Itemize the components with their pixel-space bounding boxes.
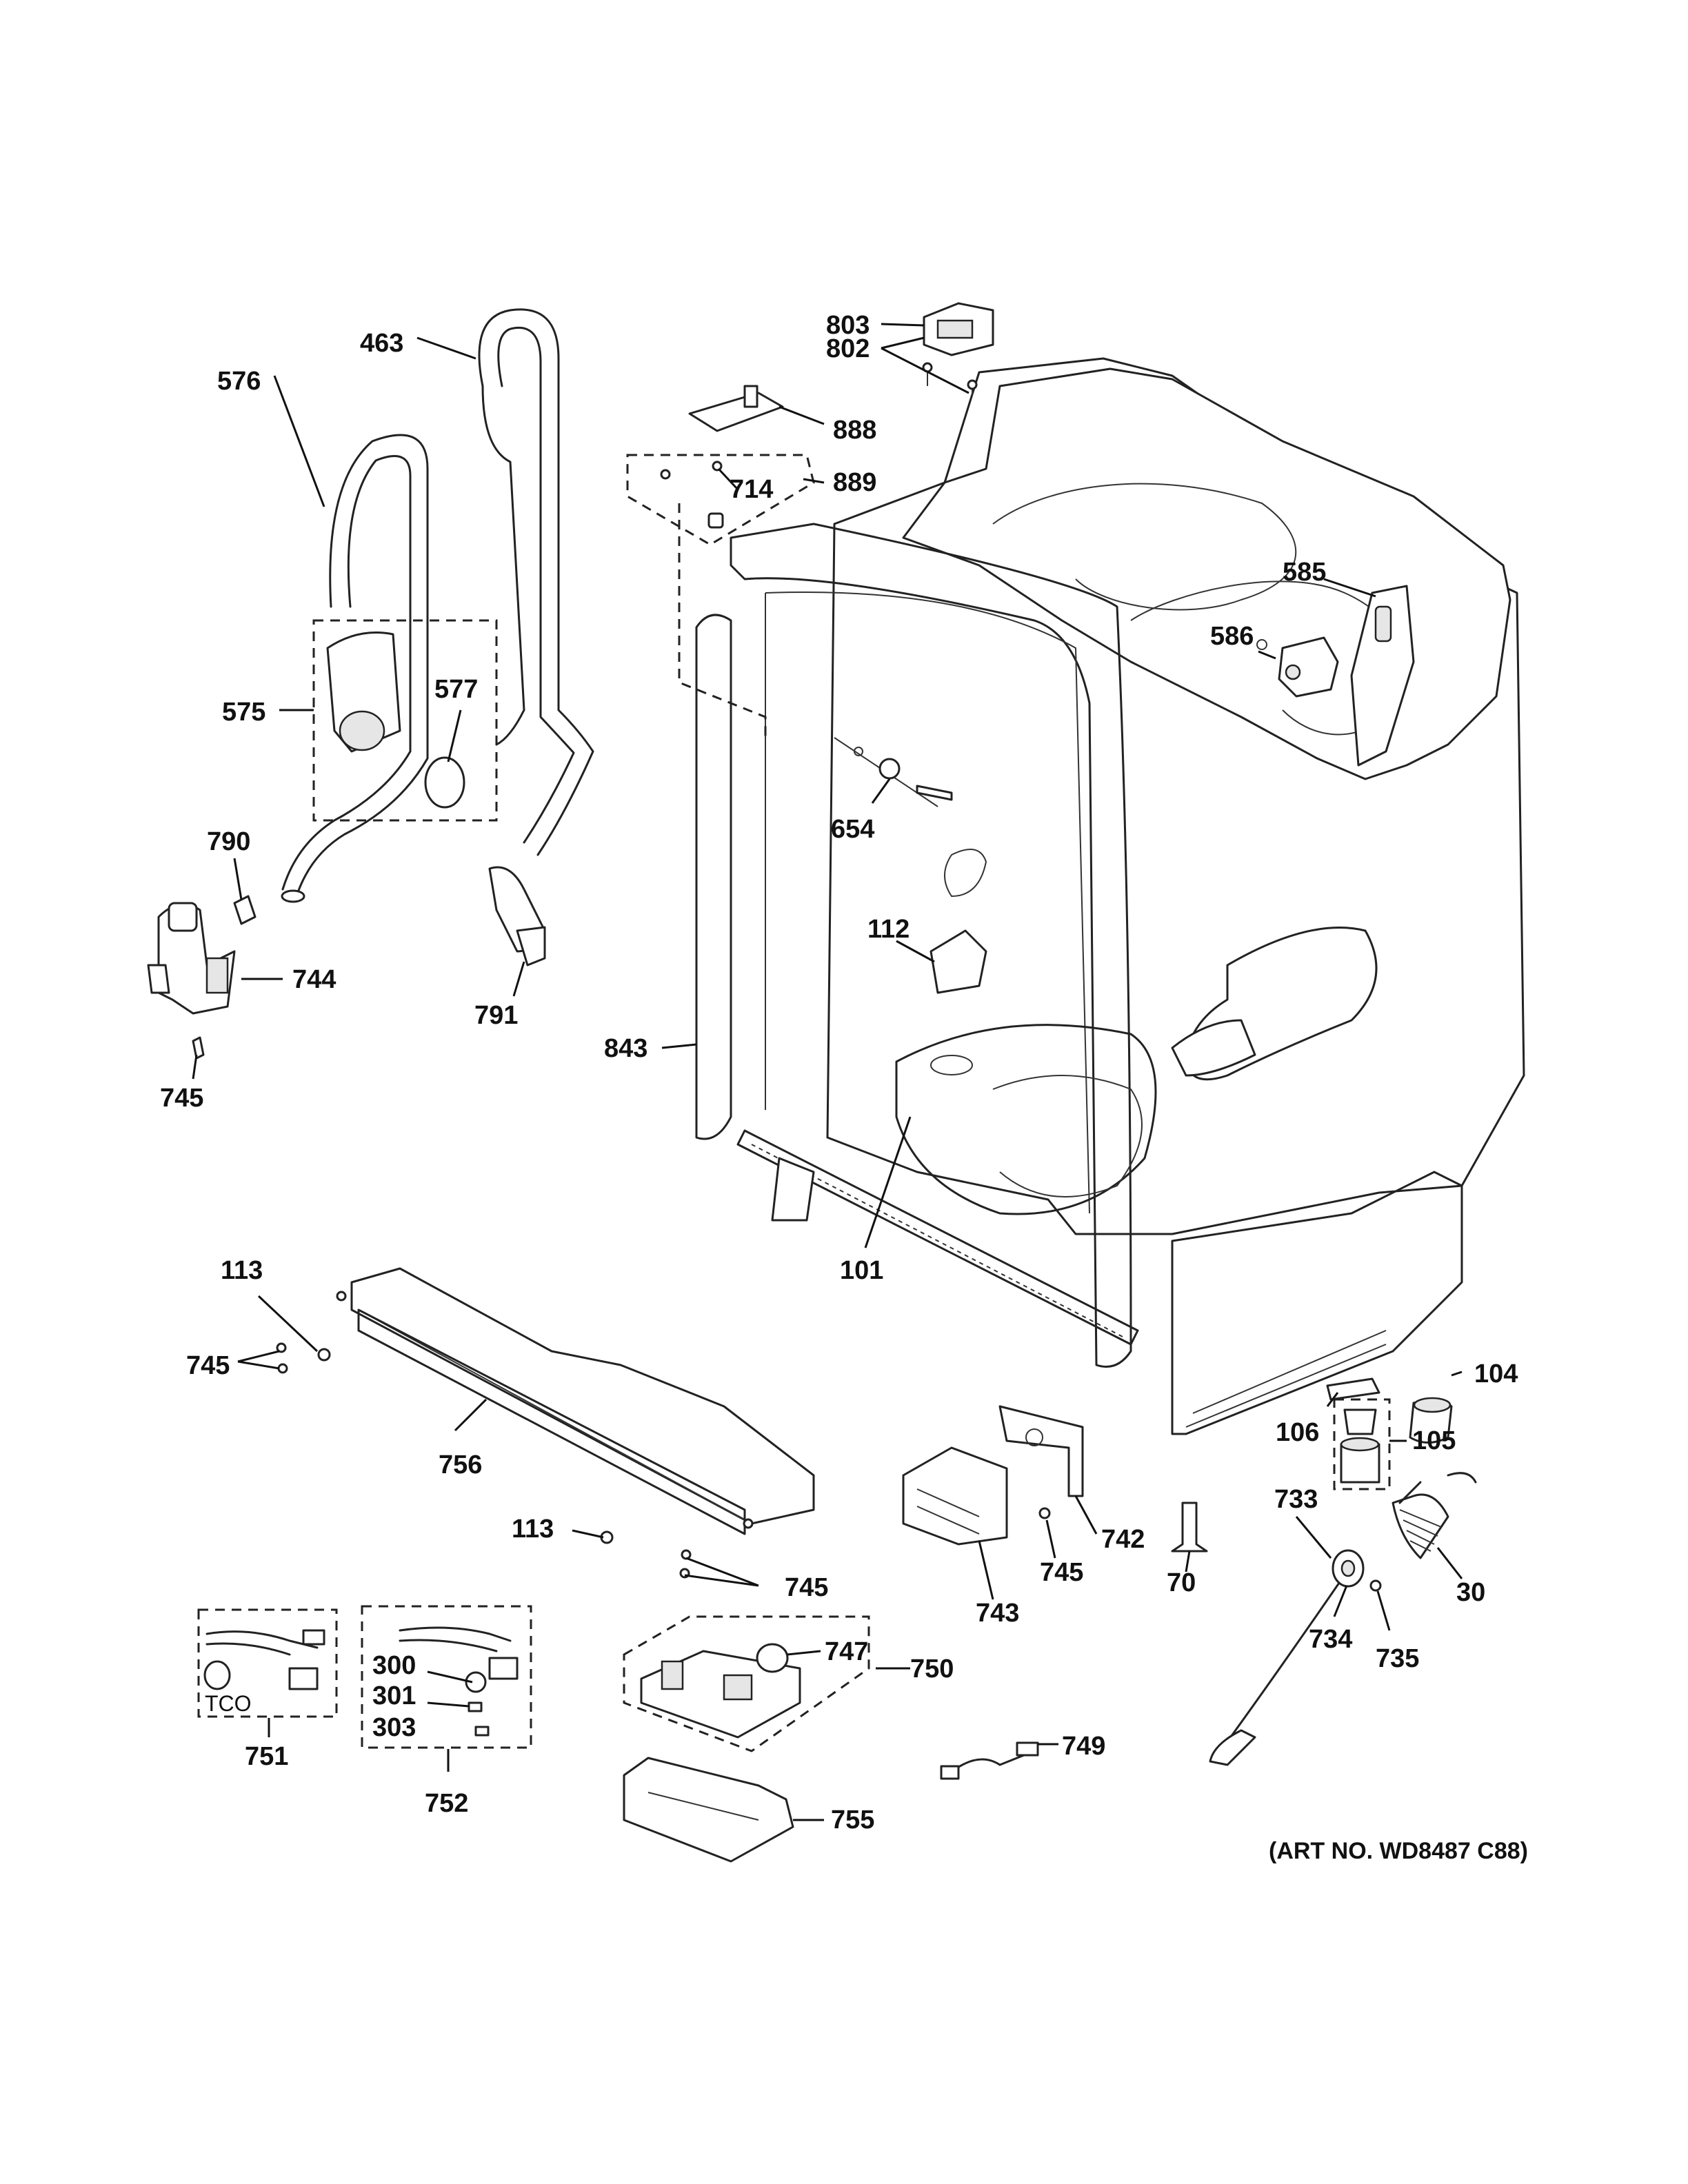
callout-303: 303: [372, 1713, 416, 1742]
callout-745b: 745: [186, 1351, 230, 1380]
callout-30: 30: [1456, 1578, 1485, 1607]
callout-790: 790: [207, 827, 250, 856]
callout-745c: 745: [785, 1573, 828, 1602]
part-888-bracket: [688, 392, 784, 432]
part-576-hose: [295, 434, 429, 898]
callout-791: 791: [474, 1001, 518, 1030]
part-742-bracket: [998, 1405, 1084, 1497]
callout-745a: 745: [160, 1084, 203, 1113]
part-577-o-ring: [424, 756, 465, 809]
part-743-module: [902, 1446, 1008, 1546]
callout-747: 747: [825, 1637, 868, 1666]
part-750-board-kit-box: [623, 1615, 870, 1752]
callout-300: 300: [372, 1651, 416, 1680]
callout-113b: 113: [512, 1515, 554, 1544]
callout-734: 734: [1309, 1625, 1352, 1654]
callout-585: 585: [1283, 558, 1326, 587]
callout-301: 301: [372, 1681, 416, 1710]
callout-752: 752: [425, 1789, 468, 1818]
callout-749: 749: [1062, 1732, 1105, 1761]
callout-751: 751: [245, 1742, 288, 1771]
part-575-assembly-box: [312, 619, 498, 822]
bottom-parts: [197, 1605, 1039, 1863]
callout-756: 756: [439, 1450, 482, 1479]
callout-755: 755: [831, 1806, 874, 1834]
callout-733: 733: [1274, 1485, 1318, 1514]
callout-843: 843: [604, 1034, 647, 1063]
callout-742: 742: [1101, 1525, 1145, 1554]
lower-parts: [902, 1377, 1477, 1766]
kickplate: [276, 1267, 815, 1579]
callout-463: 463: [360, 329, 403, 358]
tco-label: TCO: [205, 1691, 252, 1716]
callout-750: 750: [910, 1655, 954, 1684]
part-755-tray: [623, 1757, 794, 1863]
callout-575: 575: [222, 698, 265, 727]
tub-assembly: [695, 357, 1525, 1435]
callout-654: 654: [831, 815, 874, 844]
hoses: [281, 308, 594, 967]
callout-113a: 113: [221, 1256, 263, 1285]
leader-lines: [192, 323, 1463, 1821]
callouts: 803 802 888 889 714 463 576 575 577 790 …: [160, 311, 1528, 1864]
art-number: (ART NO. WD8487 C88): [1269, 1838, 1528, 1864]
callout-735: 735: [1376, 1644, 1419, 1673]
inlet-valve: [147, 895, 257, 1060]
callout-744: 744: [292, 965, 336, 994]
callout-105: 105: [1412, 1426, 1456, 1455]
callout-586: 586: [1210, 622, 1254, 651]
callout-70: 70: [1167, 1568, 1196, 1597]
part-889-kit-box: [626, 454, 815, 546]
top-parts: [626, 302, 994, 738]
callout-888: 888: [833, 416, 876, 445]
callout-745d: 745: [1040, 1558, 1083, 1587]
callout-106: 106: [1276, 1418, 1319, 1447]
callout-101: 101: [840, 1256, 883, 1285]
callout-743: 743: [976, 1599, 1019, 1628]
callout-802: 802: [826, 334, 870, 363]
part-751-harness-box: [197, 1608, 338, 1718]
callout-889: 889: [833, 468, 876, 497]
part-30-spring: [1391, 1472, 1477, 1559]
callout-803: 803: [826, 311, 870, 340]
callout-576: 576: [217, 367, 261, 396]
callout-714: 714: [730, 475, 773, 504]
callout-112: 112: [867, 915, 910, 944]
callout-577: 577: [434, 675, 478, 704]
callout-104: 104: [1474, 1359, 1518, 1388]
part-756-toe-kick: [350, 1267, 815, 1525]
